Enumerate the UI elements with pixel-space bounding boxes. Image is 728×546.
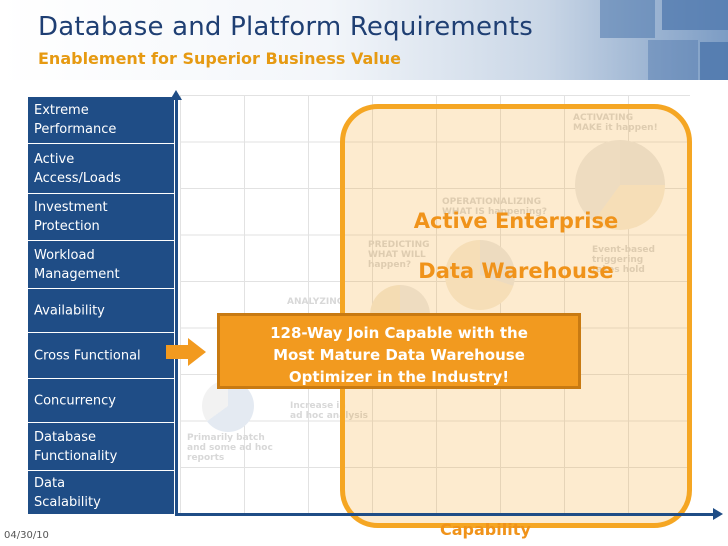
watermark-operationalizing: OPERATIONALIZING WHAT IS happening? (442, 197, 547, 217)
x-axis-arrow-icon (713, 508, 723, 520)
category-label: Active Access/Loads (34, 151, 121, 186)
decorative-cube (600, 0, 655, 38)
watermark-pie (445, 240, 515, 310)
enterprise-title-line2: Data Warehouse (418, 259, 614, 283)
category-cell: Concurrency (28, 378, 174, 422)
category-label: Database Functionality (34, 429, 118, 464)
category-label: Cross Functional (34, 348, 141, 363)
category-label: Concurrency (34, 393, 116, 408)
watermark-pie (575, 140, 665, 230)
slide-title: Database and Platform Requirements (38, 12, 533, 42)
category-cell: Data Scalability (28, 470, 174, 514)
watermark-analyzing: ANALYZING (287, 297, 345, 307)
pointer-arrow-icon (188, 338, 206, 366)
category-label: Data Scalability (34, 475, 101, 510)
watermark-predicting: PREDICTING WHAT WILL happen? (368, 240, 430, 270)
category-label: Availability (34, 303, 105, 318)
category-cell: Availability (28, 288, 174, 332)
category-cell: Cross Functional (28, 332, 174, 378)
watermark-batch: Primarily batch and some ad hoc reports (187, 433, 273, 463)
category-cell: Extreme Performance (28, 96, 174, 143)
category-cell: Investment Protection (28, 193, 174, 240)
watermark-activating: ACTIVATING MAKE it happen! (573, 113, 658, 133)
footer-date: 04/30/10 (4, 530, 49, 541)
category-cell: Database Functionality (28, 422, 174, 470)
x-axis-line (175, 513, 715, 516)
pointer-arrow-shaft (166, 345, 188, 359)
x-axis-label: Capability (440, 520, 531, 539)
decorative-cube (648, 40, 698, 80)
join-capability-callout: 128-Way Join Capable with the Most Matur… (217, 313, 581, 389)
y-axis-arrow-icon (170, 90, 182, 100)
category-label: Investment Protection (34, 200, 108, 234)
header-banner (0, 0, 728, 80)
category-cell: Workload Management (28, 240, 174, 288)
category-label: Extreme Performance (34, 103, 117, 137)
background-grid: ACTIVATING MAKE it happen! OPERATIONALIZ… (180, 95, 690, 513)
category-label: Workload Management (34, 247, 120, 282)
decorative-cube (662, 0, 728, 30)
enterprise-title-line1: Active Enterprise (413, 209, 619, 233)
category-cell: Active Access/Loads (28, 143, 174, 193)
watermark-event-based: Event-based triggering takes hold (592, 245, 655, 275)
y-axis-line (175, 98, 178, 516)
decorative-cube (700, 42, 728, 80)
slide-subtitle: Enablement for Superior Business Value (38, 49, 401, 68)
